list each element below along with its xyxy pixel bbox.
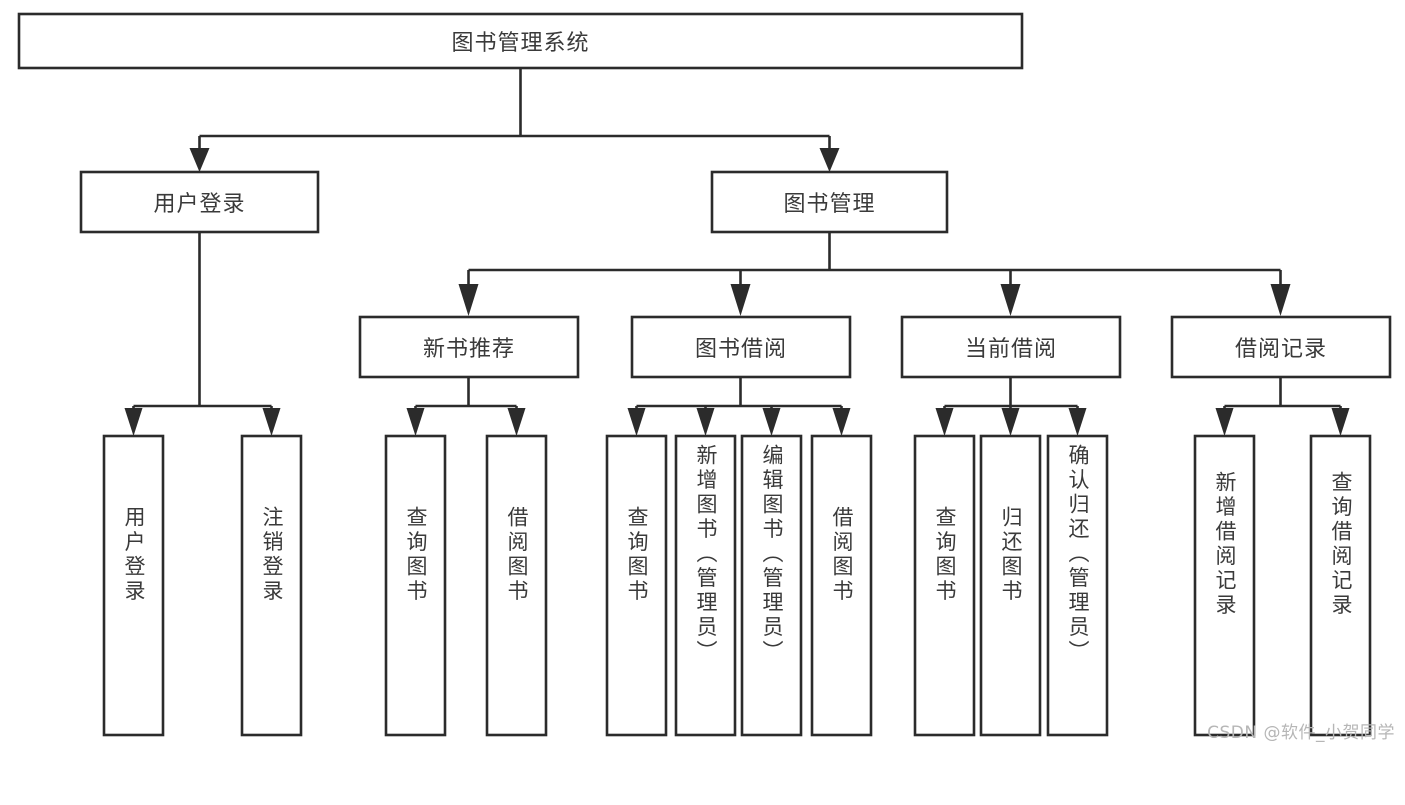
arrowhead-leaf-logout bbox=[262, 408, 281, 436]
node-box-leaf-confirm-return[interactable] bbox=[1046, 434, 1109, 737]
diagram-canvas: 图书管理系统 用户登录 图书管理 新书推荐 图书借阅 当前借阅 借阅记录 用户登… bbox=[17, 12, 1395, 743]
arrowhead-leaf-add-record bbox=[1215, 408, 1234, 436]
node-box-leaf-logout[interactable] bbox=[240, 434, 303, 737]
arrowhead-leaf-return-book bbox=[1001, 408, 1020, 436]
node-box-borrow-record[interactable] bbox=[1170, 315, 1392, 379]
node-box-current-borrow[interactable] bbox=[900, 315, 1122, 379]
node-box-leaf-borrow-book-1[interactable] bbox=[485, 434, 548, 737]
arrowhead-leaf-confirm-return bbox=[1068, 408, 1087, 436]
arrowhead-leaf-borrow-book-2 bbox=[832, 408, 851, 436]
edges-layer bbox=[124, 68, 1350, 436]
arrowhead-book-manage bbox=[819, 148, 840, 172]
nodes-layer bbox=[17, 12, 1392, 737]
flowchart-svg bbox=[17, 12, 1392, 737]
arrowhead-leaf-query-book-2 bbox=[627, 408, 646, 436]
arrowhead-user-login bbox=[189, 148, 210, 172]
node-box-leaf-query-book-2[interactable] bbox=[605, 434, 668, 737]
node-box-leaf-return-book[interactable] bbox=[979, 434, 1042, 737]
node-box-leaf-add-record[interactable] bbox=[1193, 434, 1256, 737]
arrowhead-leaf-borrow-book-1 bbox=[507, 408, 526, 436]
node-box-leaf-query-book-3[interactable] bbox=[913, 434, 976, 737]
arrowhead-borrow-record bbox=[1270, 284, 1291, 316]
node-box-user-login[interactable] bbox=[79, 170, 320, 234]
node-box-leaf-borrow-book-2[interactable] bbox=[810, 434, 873, 737]
node-box-root[interactable] bbox=[17, 12, 1024, 70]
node-box-leaf-query-book-1[interactable] bbox=[384, 434, 447, 737]
node-box-book-borrow[interactable] bbox=[630, 315, 852, 379]
node-box-leaf-edit-book[interactable] bbox=[740, 434, 803, 737]
arrowhead-leaf-edit-book bbox=[762, 408, 781, 436]
node-box-leaf-user-login[interactable] bbox=[102, 434, 165, 737]
arrowhead-leaf-add-book bbox=[696, 408, 715, 436]
arrowhead-current-borrow bbox=[1000, 284, 1021, 316]
arrowhead-leaf-query-record bbox=[1331, 408, 1350, 436]
node-box-leaf-add-book[interactable] bbox=[674, 434, 737, 737]
node-box-leaf-query-record[interactable] bbox=[1309, 434, 1372, 737]
arrowhead-leaf-query-book-1 bbox=[406, 408, 425, 436]
node-box-book-manage[interactable] bbox=[710, 170, 949, 234]
arrowhead-book-borrow bbox=[730, 284, 751, 316]
arrowhead-new-book-recommend bbox=[458, 284, 479, 316]
node-box-new-book-recommend[interactable] bbox=[358, 315, 580, 379]
arrowhead-leaf-user-login bbox=[124, 408, 143, 436]
arrowhead-leaf-query-book-3 bbox=[935, 408, 954, 436]
